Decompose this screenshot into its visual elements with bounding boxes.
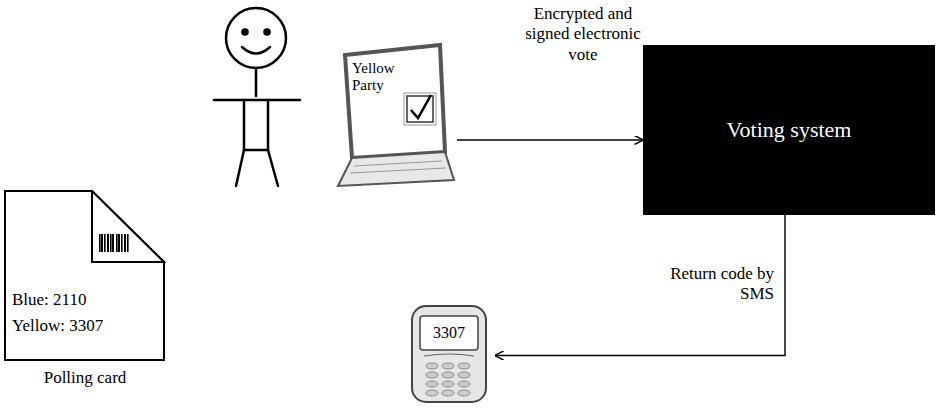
ballot-choice: Yellow Party [352,60,404,95]
sms-code: 3307 [420,324,478,342]
arrow-connector [495,215,785,356]
arrow-connector [457,139,643,140]
party-code: Blue: 2110 [12,290,158,310]
party-code: Yellow: 3307 [12,316,158,336]
phone-icon: 3307 [400,300,495,405]
card-outline [4,190,166,362]
system-box: Voting system [643,45,935,215]
edge-label: Return code by SMS [660,264,774,305]
card-heading: Polling card [4,368,166,388]
stick-figure [214,8,300,186]
system-name: Voting system [727,117,852,142]
edge-label: Encrypted and signed electronic vote [522,4,644,65]
polling-card: Blue: 2110Yellow: 3307Polling card [4,190,166,395]
laptop-icon: Yellow Party [330,40,455,190]
phone-outline [400,300,495,405]
